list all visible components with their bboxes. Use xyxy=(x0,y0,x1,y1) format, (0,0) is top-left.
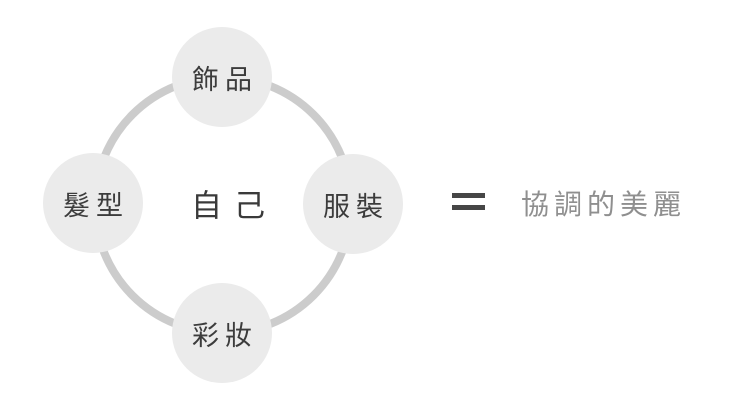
equals-bar-bottom xyxy=(452,205,485,210)
node-clothing: 服裝 xyxy=(303,154,403,254)
node-accessories: 飾品 xyxy=(172,27,272,127)
node-hairstyle-label: 髮型 xyxy=(63,190,129,221)
node-clothing-label: 服裝 xyxy=(323,191,389,222)
result-label: 協調的美麗 xyxy=(521,189,687,220)
center-label-self: 自己 xyxy=(191,188,277,224)
equals-icon xyxy=(452,193,485,210)
node-makeup: 彩妝 xyxy=(172,283,272,383)
equals-bar-top xyxy=(452,193,485,198)
node-makeup-label: 彩妝 xyxy=(192,320,258,351)
node-accessories-label: 飾品 xyxy=(192,64,258,95)
node-hairstyle: 髮型 xyxy=(43,153,143,253)
